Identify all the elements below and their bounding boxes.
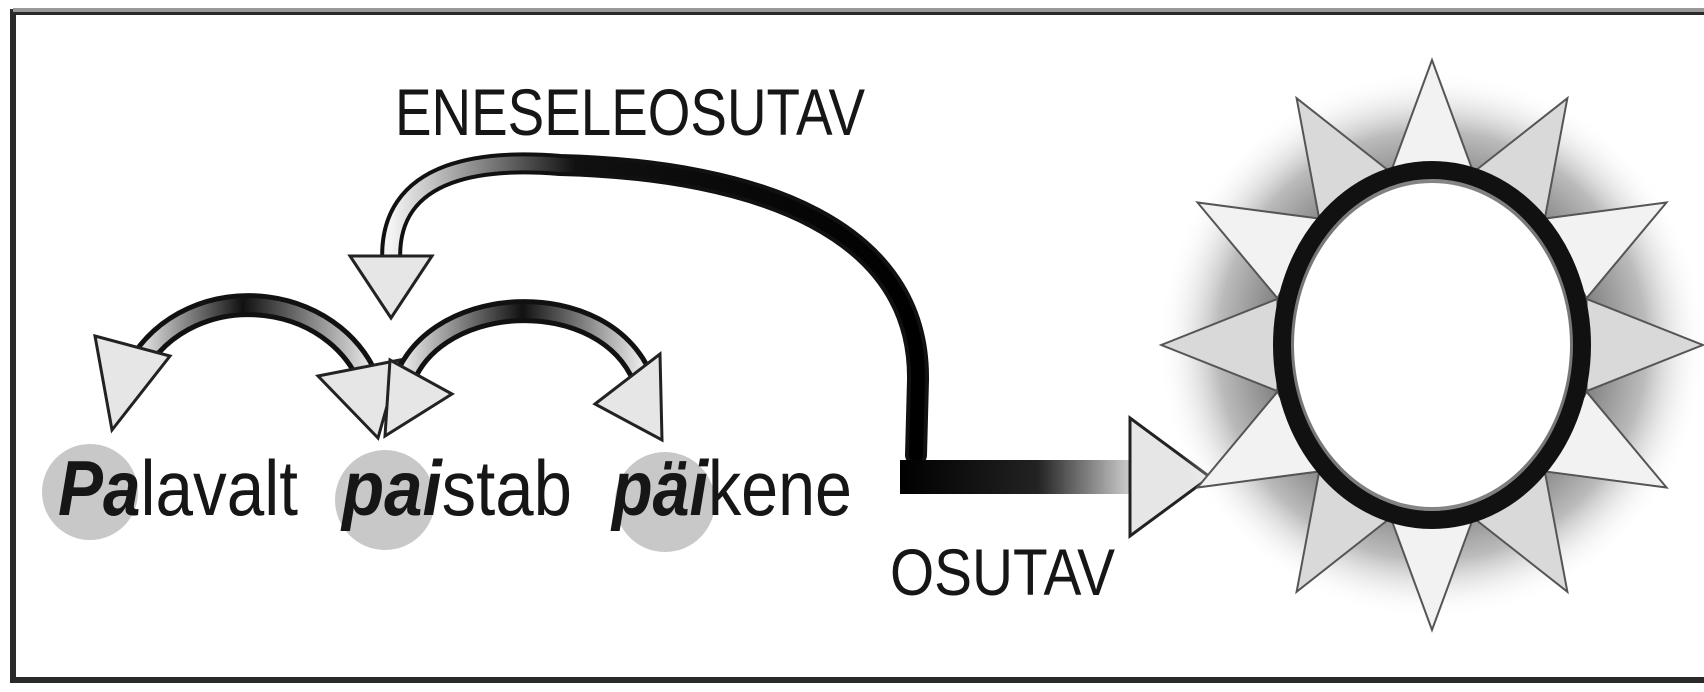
sun-icon (1157, 57, 1704, 633)
highlight-circle-pa (42, 444, 138, 540)
pointing-arrow (900, 415, 1213, 539)
highlight-circle-paei (615, 452, 715, 552)
word-paikene: päikene (610, 444, 852, 532)
arrowhead-paistab-right (383, 357, 455, 439)
prefix-pa: Pa (58, 444, 141, 532)
arrow-to-palavalt (93, 293, 403, 441)
prefix-pai: pai (340, 444, 443, 532)
frame-shadow-top (13, 8, 1704, 12)
rest-lavalt: lavalt (141, 444, 299, 532)
arrow-to-paikene (383, 299, 664, 443)
arrowhead-down-paistab (347, 254, 435, 321)
rest-stab: stab (442, 444, 572, 532)
highlight-circle-pai (335, 450, 435, 550)
arrowhead-sun (1128, 415, 1213, 539)
word-paistab: paistab (340, 444, 572, 532)
prefix-paei: päi (610, 444, 709, 532)
arrowhead-paikene (592, 351, 664, 443)
rest-kene: kene (708, 444, 852, 532)
word-palavalt: Palavalt (58, 444, 298, 532)
sun-ring (1273, 161, 1591, 529)
label-eneseleosutav: ENESELEOSUTAV (395, 75, 865, 149)
arrowhead-palavalt (93, 333, 173, 434)
sun-core (1294, 183, 1570, 507)
self-reference-arrow (347, 152, 930, 466)
label-osutav: OSUTAV (890, 535, 1115, 609)
